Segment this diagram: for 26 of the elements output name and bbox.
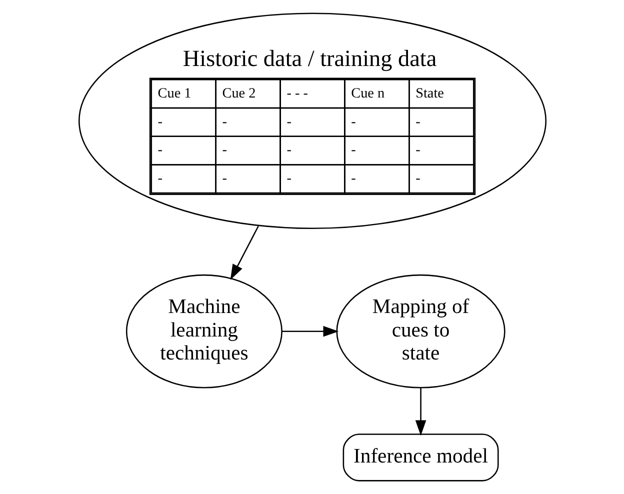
label: - bbox=[415, 170, 420, 186]
label: - bbox=[415, 142, 420, 158]
label: - bbox=[286, 170, 291, 186]
arrow bbox=[282, 326, 338, 337]
label: - bbox=[222, 114, 226, 130]
label: - bbox=[350, 170, 356, 186]
arrow bbox=[414, 388, 426, 436]
label: - bbox=[157, 170, 162, 186]
label: - bbox=[222, 170, 226, 186]
label: - bbox=[222, 142, 226, 158]
label: - bbox=[157, 142, 162, 158]
node-box: Inference model bbox=[342, 434, 498, 482]
label: State bbox=[415, 85, 444, 102]
node-ellipse: Mapping of cues to state bbox=[336, 274, 505, 388]
label: - - - bbox=[286, 85, 308, 102]
label: - bbox=[415, 114, 420, 130]
label: - bbox=[157, 114, 162, 130]
label: - bbox=[286, 114, 291, 130]
label: - bbox=[350, 142, 356, 158]
label: Cue 2 bbox=[222, 85, 256, 102]
label: Cue n bbox=[350, 85, 384, 102]
label: Cue 1 bbox=[157, 85, 191, 102]
label: - bbox=[350, 114, 356, 130]
node-ellipse: Machine learning techniques bbox=[125, 274, 282, 388]
arrow bbox=[230, 226, 258, 280]
label: - bbox=[286, 142, 291, 158]
